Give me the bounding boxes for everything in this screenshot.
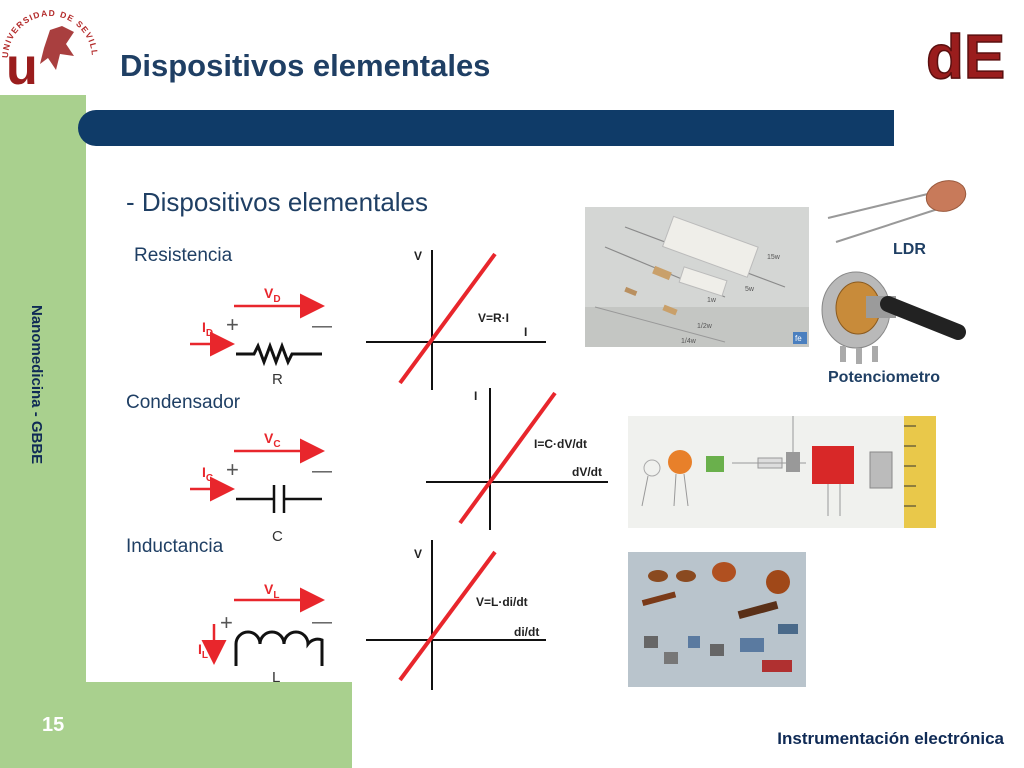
svg-text:V=R·I: V=R·I — [478, 311, 509, 325]
inductor-symbol: VL + — IL L — [198, 581, 332, 686]
svg-text:R: R — [272, 371, 283, 388]
svg-text:fe: fe — [795, 334, 802, 343]
svg-text:dE: dE — [926, 23, 1005, 86]
page-number: 15 — [42, 714, 65, 736]
svg-text:L: L — [272, 669, 280, 686]
svg-text:15w: 15w — [767, 254, 781, 261]
resistor-heading: Resistencia — [134, 245, 233, 266]
svg-text:I=C·dV/dt: I=C·dV/dt — [534, 437, 587, 451]
resistors-photo: 15w 5w 1w 1/2w 1/4w fe — [585, 207, 809, 347]
characteristic-graphs: V I V=R·I I dV/dt I=C·dV/dt V di/dt V=L·… — [366, 249, 608, 690]
title-underline-bar — [78, 110, 894, 146]
svg-text:+: + — [226, 457, 239, 482]
left-sidebar-band — [0, 95, 86, 768]
bottom-band — [0, 682, 352, 768]
svg-text:u: u — [6, 38, 38, 92]
svg-text:di/dt: di/dt — [514, 625, 539, 639]
capacitors-photo — [628, 416, 936, 528]
svg-text:1/2w: 1/2w — [697, 323, 713, 330]
section-subtitle: - Dispositivos elementales — [126, 187, 429, 217]
inductor-graph: V di/dt V=L·di/dt — [366, 540, 546, 690]
potentiometer-photo — [821, 271, 966, 364]
svg-text:5w: 5w — [745, 286, 755, 293]
resistor-symbol: VD ID + — R — [190, 285, 332, 388]
ldr-label: LDR — [893, 241, 926, 258]
svg-text:V: V — [414, 249, 422, 263]
svg-text:IC: IC — [202, 464, 213, 484]
svg-text:VL: VL — [264, 581, 279, 601]
footer-course-title: Instrumentación electrónica — [777, 729, 1004, 748]
de-logo: dE — [925, 22, 1006, 86]
svg-text:V=L·di/dt: V=L·di/dt — [476, 595, 528, 609]
svg-text:I: I — [524, 325, 527, 339]
university-logo: UNIVERSIDAD DE SEVILLA u — [0, 0, 99, 92]
svg-text:C: C — [272, 528, 283, 545]
circuit-schematics: VD ID + — R VC IC + — C VL + — IL L — [190, 285, 332, 686]
page-title: Dispositivos elementales — [120, 48, 491, 83]
svg-text:—: — — [312, 460, 332, 482]
svg-text:—: — — [312, 315, 332, 337]
capacitor-symbol: VC IC + — C — [190, 430, 332, 545]
course-vertical-label: Nanomedicina - GBBE — [28, 305, 45, 465]
svg-text:IL: IL — [198, 641, 208, 661]
svg-text:VD: VD — [264, 285, 281, 305]
ldr-photo — [827, 180, 967, 243]
resistor-graph: V I V=R·I — [366, 249, 546, 390]
inductor-heading: Inductancia — [126, 536, 224, 557]
svg-text:VC: VC — [264, 430, 281, 450]
svg-text:—: — — [312, 611, 332, 633]
capacitor-graph: I dV/dt I=C·dV/dt — [426, 388, 608, 530]
potentiometer-label: Potenciometro — [828, 369, 941, 386]
inductors-photo — [628, 552, 806, 687]
svg-text:+: + — [220, 610, 233, 635]
svg-text:dV/dt: dV/dt — [572, 465, 602, 479]
svg-text:1/4w: 1/4w — [681, 338, 697, 345]
svg-text:1w: 1w — [707, 297, 717, 304]
capacitor-heading: Condensador — [126, 392, 241, 413]
svg-text:+: + — [226, 312, 239, 337]
svg-text:I: I — [474, 389, 477, 403]
svg-text:V: V — [414, 547, 422, 561]
svg-text:ID: ID — [202, 319, 213, 339]
